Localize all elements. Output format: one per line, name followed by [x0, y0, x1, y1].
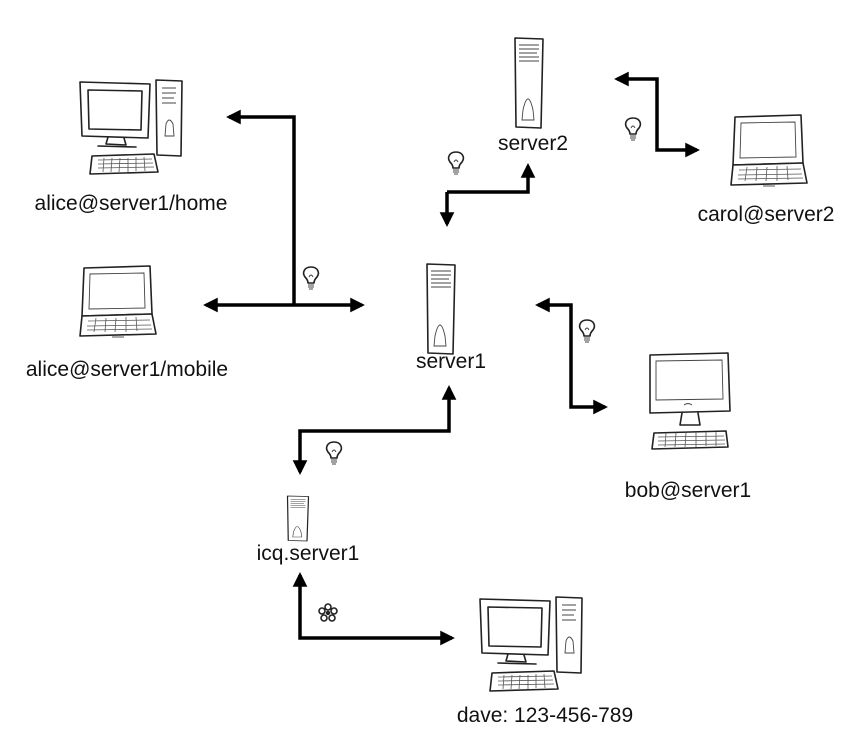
connection-server1-server2 — [439, 163, 536, 227]
connection-icq-dave — [292, 572, 455, 646]
lightbulb-icon — [302, 266, 320, 290]
label-server1: server1 — [416, 350, 486, 373]
connection-server2-carol — [614, 71, 700, 158]
alice-mobile-laptop-icon — [79, 265, 157, 338]
bob-imac-icon — [649, 352, 731, 450]
label-carol: carol@server2 — [698, 203, 835, 226]
connection-server1-bob — [535, 297, 608, 415]
label-bob: bob@server1 — [625, 479, 751, 502]
lightbulb-icon — [447, 151, 465, 175]
lightbulb-icon — [624, 117, 642, 141]
label-server2: server2 — [498, 132, 568, 155]
label-alice-home: alice@server1/home — [35, 192, 228, 215]
dave-desktop-icon — [479, 596, 583, 692]
lightbulb-icon — [578, 319, 596, 343]
lightbulb-icon — [325, 441, 343, 465]
carol-laptop-icon — [730, 114, 808, 187]
flower-icon — [318, 603, 338, 622]
server2-tower-icon — [514, 37, 544, 129]
label-icq-server: icq.server1 — [257, 542, 360, 565]
connection-server1-icq — [292, 385, 457, 475]
label-alice-mobile: alice@server1/mobile — [26, 358, 228, 381]
server1-tower-icon — [426, 263, 456, 355]
alice-home-desktop-icon — [79, 79, 183, 175]
label-dave: dave: 123-456-789 — [457, 704, 633, 727]
connection-alice-home — [226, 109, 296, 305]
icq-server-tower-icon — [286, 495, 310, 542]
